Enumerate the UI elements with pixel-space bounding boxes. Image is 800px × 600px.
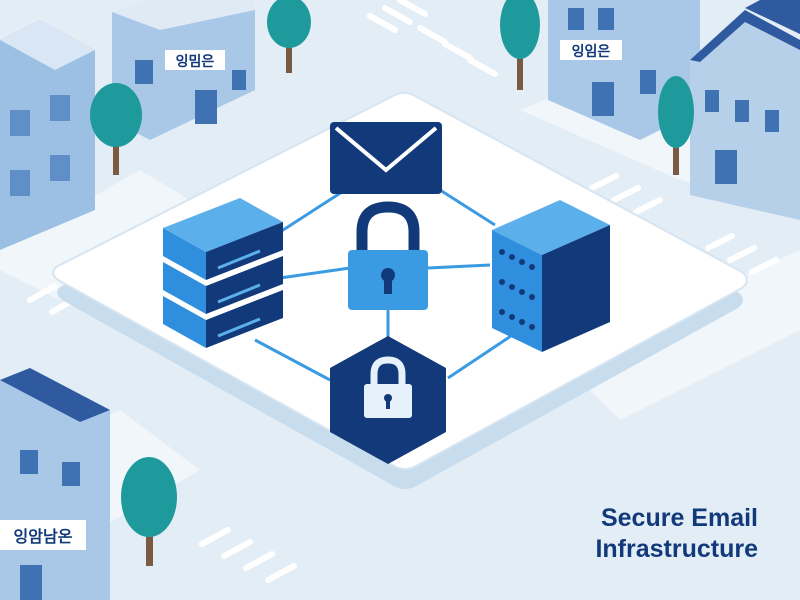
shield-lock-icon [330, 336, 446, 464]
server-icon [163, 198, 283, 348]
network-links [254, 188, 521, 382]
building-bottom-left: 잉암남온 [0, 368, 110, 600]
crosswalks [27, 0, 779, 583]
building-sign-3: 잉암남온 [14, 527, 73, 546]
caption-line-1: Secure Email [600, 504, 758, 532]
building-top-center: 잉밈은 [112, 0, 255, 140]
building-right [690, 0, 800, 220]
tree [500, 0, 540, 90]
envelope-icon [330, 122, 442, 194]
server-rack-icon [492, 200, 610, 352]
tree [658, 76, 694, 175]
building-sign-2: 잉임은 [572, 43, 611, 60]
tree [267, 0, 311, 73]
building-top-left [0, 20, 95, 250]
padlock-icon [348, 201, 428, 310]
building-sign-1: 잉밈은 [176, 53, 215, 70]
tree [90, 83, 142, 175]
caption-line-2: Infrastructure [595, 535, 758, 563]
caption: Secure Email Infrastructure [595, 503, 758, 565]
tree [121, 457, 177, 566]
